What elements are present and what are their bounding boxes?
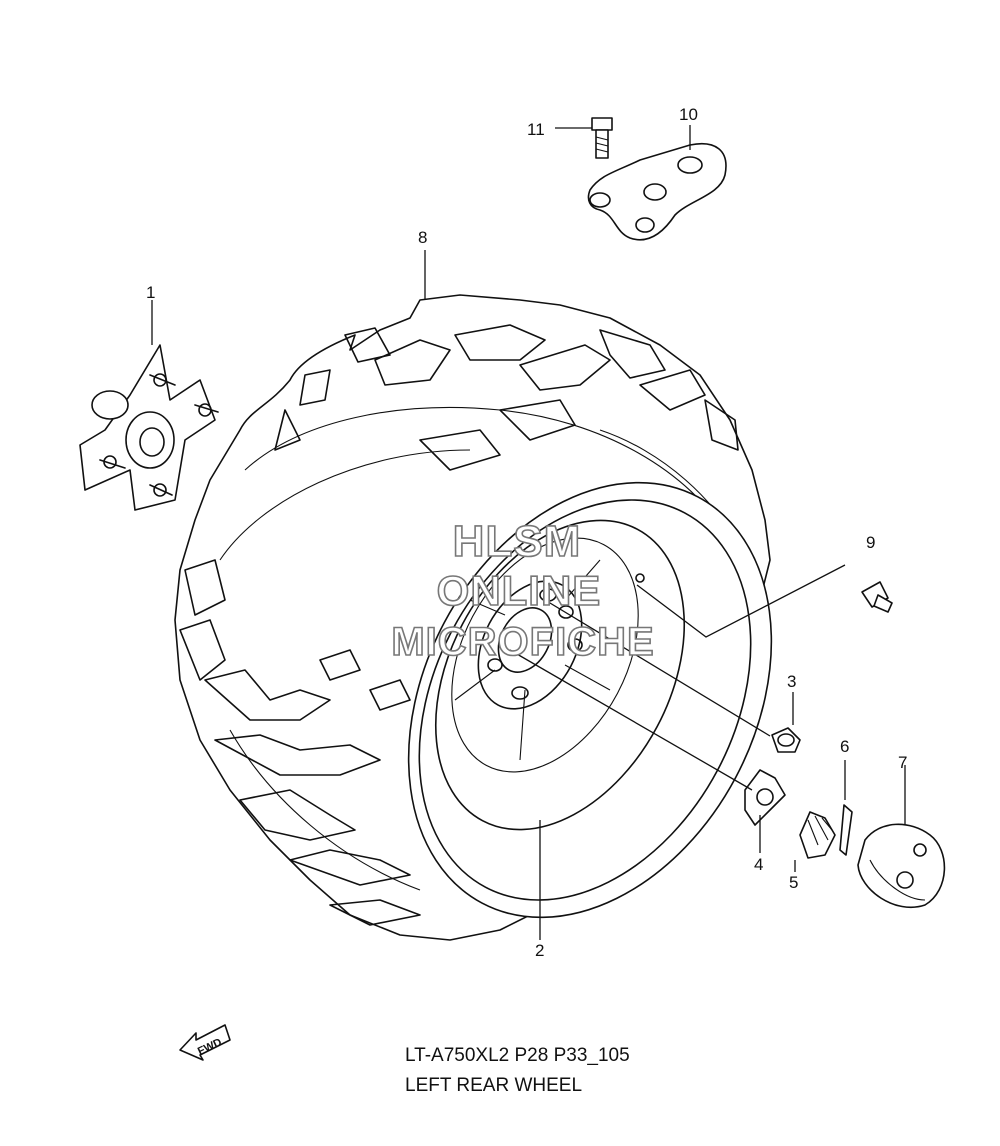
watermark-line1: HLSM (453, 517, 582, 566)
diagram-title-caption: LEFT REAR WHEEL (405, 1075, 583, 1096)
callout-10: 10 (679, 105, 698, 124)
callout-4: 4 (754, 855, 763, 874)
hub-cap-part[interactable] (857, 823, 946, 908)
leader-lines (151, 125, 906, 940)
callout-7: 7 (898, 753, 907, 772)
watermark-line2: ONLINE (437, 567, 602, 614)
washer-part[interactable] (744, 769, 786, 826)
callout-1: 1 (146, 283, 155, 302)
watermark: HLSM ONLINE MICROFICHE (391, 516, 655, 665)
fwd-arrow-icon: FWD (179, 1024, 231, 1061)
callout-5: 5 (789, 873, 798, 892)
callout-11: 11 (527, 120, 545, 139)
castle-nut-part[interactable] (799, 811, 836, 859)
callout-9: 9 (866, 533, 875, 552)
valve-part[interactable] (861, 581, 893, 613)
callout-6: 6 (840, 737, 849, 756)
diagram-code-caption: LT-A750XL2 P28 P33_105 (405, 1045, 630, 1066)
nut-part[interactable] (771, 727, 801, 753)
callout-2: 2 (535, 941, 544, 960)
wheel-hub-part[interactable] (79, 344, 219, 511)
callout-8: 8 (418, 228, 427, 247)
cotter-pin-part[interactable] (839, 804, 853, 856)
callout-3: 3 (787, 672, 796, 691)
callout-numbers: 1 2 3 4 5 6 7 8 9 10 11 (146, 105, 907, 960)
bolt-part[interactable] (591, 117, 613, 159)
watermark-line3: MICROFICHE (391, 620, 654, 664)
bracket-part[interactable] (587, 143, 727, 241)
